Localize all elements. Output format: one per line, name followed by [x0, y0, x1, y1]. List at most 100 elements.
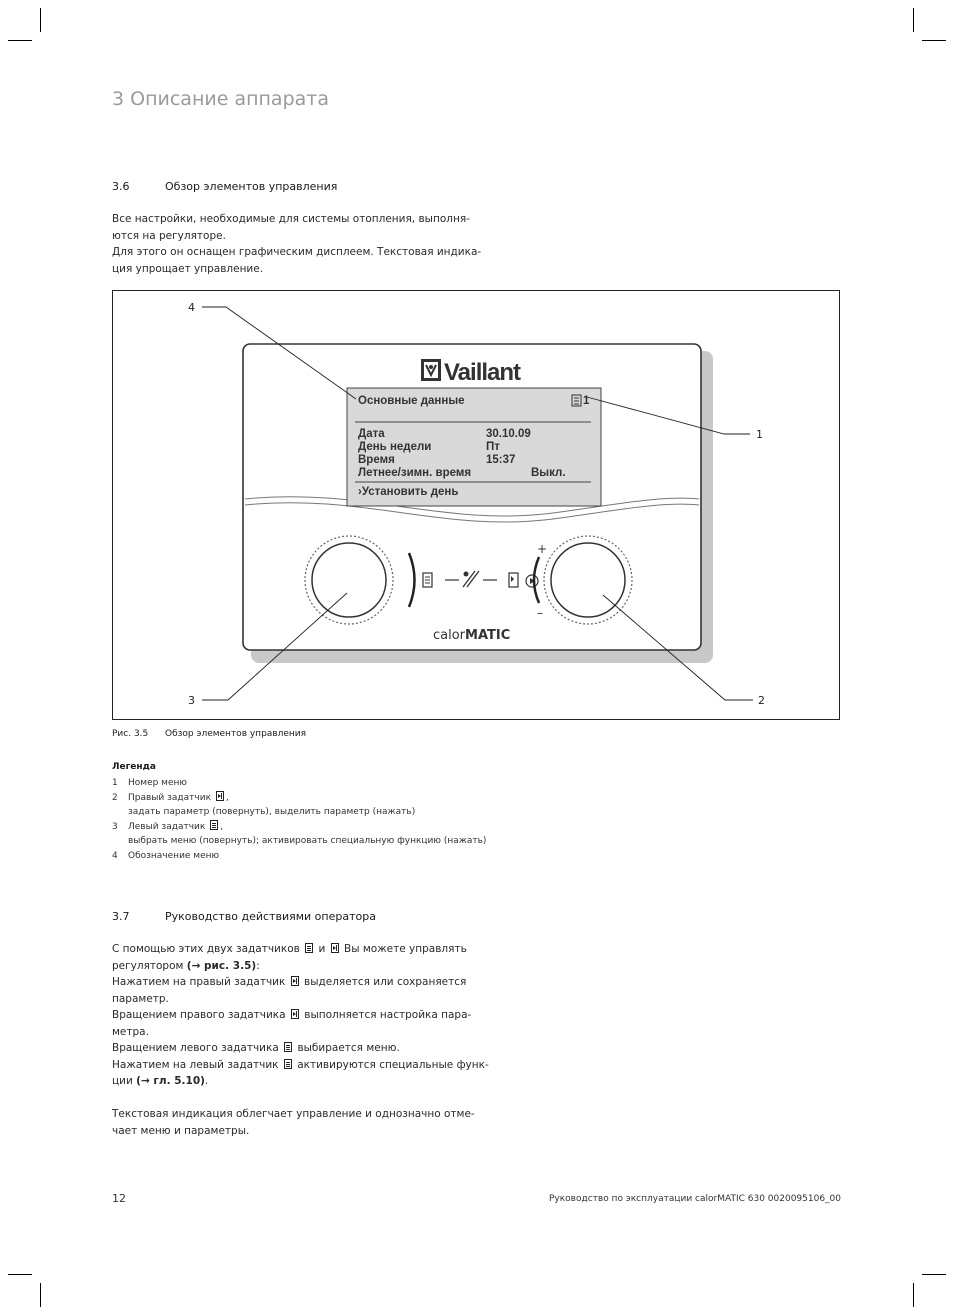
figure-frame: Vaillant Основные данные 1 Дата 30.10.09… — [112, 290, 840, 720]
callout-line — [202, 592, 348, 701]
paragraph-line: Вращением правого задатчика выполняется … — [112, 1009, 472, 1021]
model-label: calorMATIC — [433, 628, 510, 643]
legend-text: Обозначение меню — [128, 850, 220, 861]
menu-icon — [422, 572, 433, 588]
left-knob-icon — [210, 819, 219, 830]
callout-number: 1 — [756, 428, 763, 441]
paragraph-line: метра. — [112, 1025, 149, 1038]
legend-number: 1 — [112, 778, 118, 788]
menu-icon — [571, 394, 582, 407]
legend-item: 1 Номер меню — [112, 776, 532, 791]
right-knob-rotation-mark — [532, 556, 541, 604]
paragraph-line: Для этого он оснащен графическим дисплее… — [112, 246, 482, 258]
section-intro: Все настройки, необходимые для системы о… — [112, 211, 482, 277]
legend-number: 4 — [112, 850, 118, 861]
crop-mark — [8, 40, 32, 41]
lcd-menu-number: 1 — [583, 395, 590, 407]
paragraph-line: параметр. — [112, 992, 169, 1005]
page-number: 12 — [112, 1192, 126, 1205]
paragraph-line: Текстовая индикация облегчает управление… — [112, 1108, 475, 1120]
chapter-title: 3 Описание аппарата — [112, 88, 329, 110]
right-knob-icon — [215, 790, 224, 801]
crop-mark — [922, 1274, 946, 1275]
lcd-row-label: Летнее/зимн. время — [358, 467, 471, 479]
left-knob-ring — [304, 535, 394, 625]
legend-text: Номер меню — [128, 778, 187, 788]
legend-list: 1 Номер меню 2 Правый задатчик , задать … — [112, 776, 532, 863]
lcd-row-value: 30.10.09 — [486, 428, 531, 440]
chapter-reference: (→ гл. 5.10) — [136, 1075, 205, 1087]
crop-mark — [40, 8, 41, 32]
left-knob-icon — [283, 1058, 292, 1069]
right-knob-icon — [290, 1009, 299, 1019]
callout-number: 2 — [758, 694, 765, 707]
paragraph-line: ция упрощает управление. — [112, 262, 264, 275]
lcd-display — [346, 387, 602, 507]
left-knob-icon — [284, 1042, 293, 1052]
model-suffix: MATIC — [465, 628, 510, 643]
paragraph-line: ции (→ гл. 5.10). — [112, 1075, 209, 1087]
section-title: Обзор элементов управления — [165, 180, 338, 193]
paragraph-line: Нажатием на левый задатчик активируются … — [112, 1058, 489, 1071]
lcd-row-label: Время — [358, 454, 395, 466]
section-body: С помощью этих двух задатчиков и Вы може… — [112, 941, 492, 1139]
legend-text: выбрать меню (повернуть); активировать с… — [128, 836, 487, 846]
panel-wave — [244, 502, 700, 523]
section-number: 3.6 — [112, 180, 130, 193]
callout-line — [602, 594, 753, 701]
callout-line — [586, 396, 750, 435]
paragraph-line: ются на регуляторе. — [112, 229, 226, 242]
crop-mark — [913, 1283, 914, 1307]
lcd-row-label: Дата — [358, 428, 385, 440]
legend-number: 3 — [112, 821, 118, 832]
crop-mark — [40, 1283, 41, 1307]
figure-reference: (→ рис. 3.5) — [186, 959, 257, 972]
legend-title: Легенда — [112, 762, 156, 772]
vaillant-logo: Vaillant — [421, 359, 522, 386]
figure-caption-label: Рис. 3.5 — [112, 729, 149, 739]
callout-number: 4 — [188, 301, 195, 314]
lcd-row-label: День недели — [358, 441, 431, 453]
legend-item-detail: выбрать меню (повернуть); активировать с… — [112, 834, 532, 849]
section-title: Руководство действиями оператора — [165, 910, 376, 923]
right-knob-ring — [543, 535, 633, 625]
legend-number: 2 — [112, 792, 118, 803]
crop-mark — [922, 40, 946, 41]
legend-item: 4 Обозначение меню — [112, 849, 532, 864]
legend-text: Левый задатчик — [128, 821, 206, 832]
brand-name: Vaillant — [444, 359, 521, 386]
lcd-row-value: Выкл. — [531, 467, 566, 479]
right-knob-dial[interactable] — [550, 542, 626, 618]
right-knob-icon — [290, 976, 299, 986]
lcd-header: Основные данные — [358, 395, 465, 407]
legend-item: 2 Правый задатчик , — [112, 790, 532, 806]
panel-wave — [244, 496, 700, 517]
left-knob[interactable] — [304, 535, 394, 625]
legend-item: 3 Левый задатчик , — [112, 819, 532, 835]
section-number: 3.7 — [112, 910, 130, 923]
legend-item-detail: задать параметр (повернуть), выделить па… — [112, 805, 532, 820]
callout-line — [202, 306, 357, 400]
lcd-row-value: 15:37 — [486, 454, 515, 466]
minus-sign: – — [537, 606, 543, 620]
paragraph-line: Нажатием на правый задатчик выделяется и… — [112, 976, 467, 988]
crop-mark — [913, 8, 914, 32]
model-prefix: calor — [433, 628, 466, 643]
paragraph-line: чает меню и параметры. — [112, 1124, 250, 1137]
callout-number: 3 — [188, 694, 195, 707]
legend-text: Правый задатчик — [128, 792, 211, 803]
crop-mark — [8, 1274, 32, 1275]
controller-illustration: Vaillant Основные данные 1 Дата 30.10.09… — [188, 301, 765, 707]
paragraph-line: Все настройки, необходимые для системы о… — [112, 213, 470, 225]
parameter-select-icon — [508, 572, 519, 588]
plus-sign: + — [537, 542, 547, 556]
left-knob-dial[interactable] — [311, 542, 387, 618]
right-knob-icon — [330, 943, 339, 953]
paragraph-line: С помощью этих двух задатчиков и Вы може… — [112, 943, 467, 955]
left-knob-icon — [305, 943, 314, 953]
lcd-footer: ›Установить день — [358, 486, 458, 498]
paragraph-line: регулятором (→ рис. 3.5): — [112, 959, 260, 972]
paragraph-line: Вращением левого задатчика выбирается ме… — [112, 1042, 400, 1054]
lcd-row-value: Пт — [486, 441, 500, 453]
legend-text: задать параметр (повернуть), выделить па… — [128, 807, 416, 817]
